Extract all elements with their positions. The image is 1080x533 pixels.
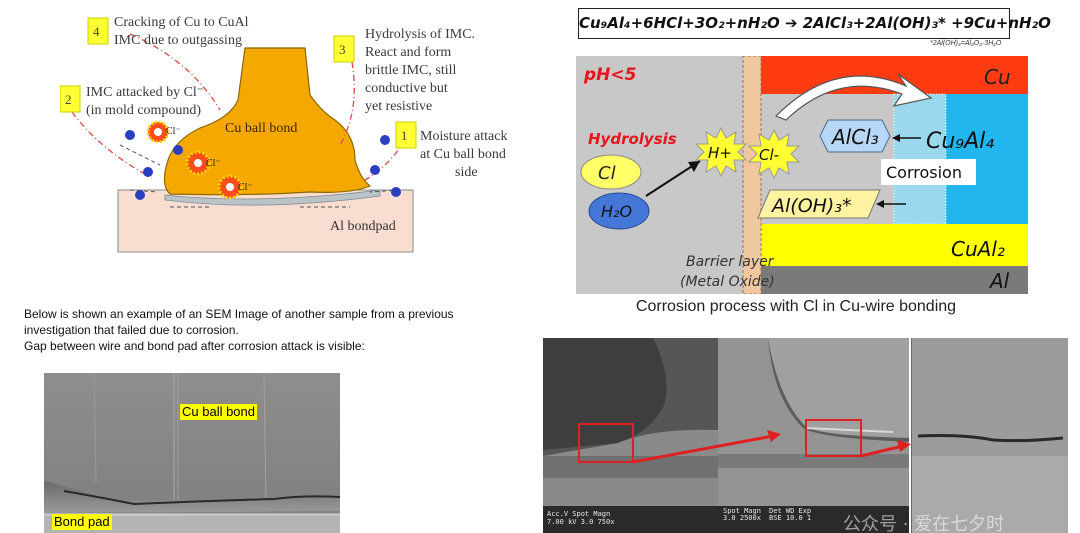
step1-text-3: side <box>455 165 478 180</box>
ion <box>135 190 145 200</box>
zoom-arrow-1 <box>632 434 774 464</box>
step3-text-5: yet resistive <box>365 99 432 114</box>
sem-description: Below is shown an example of an SEM Imag… <box>24 306 534 354</box>
ion <box>143 167 153 177</box>
step4-text-1: Cracking of Cu to CuAl <box>114 15 249 30</box>
sem-hud-3: Det WD Exp BSE 10.0 1 <box>769 507 812 522</box>
ion <box>125 130 135 140</box>
moisture-arrow-right-1 <box>369 189 401 193</box>
sem-image-left: Cu ball bond Bond pad <box>44 373 340 533</box>
h2o-ellipse <box>588 192 650 230</box>
svg-text:1: 1 <box>401 128 408 143</box>
corrosion-caption: Corrosion process with Cl in Cu-wire bon… <box>635 298 957 315</box>
ion <box>173 145 183 155</box>
ion <box>370 165 380 175</box>
reaction-equation: Cu₉Al₄+6HCl+3O₂+nH₂O ➔ 2AlCl₃+2Al(OH)₃* … <box>578 8 1051 39</box>
corrosion-gap <box>63 490 340 506</box>
h2o-text: H₂O <box>601 202 632 221</box>
svg-text:4: 4 <box>93 24 100 39</box>
step2-text-1: IMC attacked by Cl⁻ <box>86 85 204 100</box>
cl-ellipse <box>580 154 642 190</box>
barrier-label-2: (Metal Oxide) <box>680 274 775 290</box>
arrow-step4 <box>129 33 221 111</box>
description-line-2: investigation that failed due to corrosi… <box>24 323 239 337</box>
description-line-1: Below is shown an example of an SEM Imag… <box>24 307 454 321</box>
zoom-arrow-2 <box>860 444 904 458</box>
description-line-3: Gap between wire and bond pad after corr… <box>24 339 365 353</box>
barrier-label-1: Barrier layer <box>686 254 775 270</box>
cl-burst-3: Cl⁻ <box>217 174 253 200</box>
step-3-badge: 3 <box>333 35 355 63</box>
h-plus-text: H+ <box>708 144 732 162</box>
moisture-arrow-left-2 <box>129 189 159 193</box>
zoom-box-2 <box>805 419 862 457</box>
cual2-label: CuAl₂ <box>951 237 1005 261</box>
cl-text: Cl <box>598 163 616 184</box>
step1-text-2: at Cu ball bond <box>420 147 506 162</box>
sem-image-left-graphic <box>44 373 340 533</box>
step3-text-2: React and form <box>365 45 451 60</box>
equation-footnote: *2Al(OH)₃=Al₂O₃·3H₂O <box>930 40 1002 47</box>
corrosion-diagram: pH<5 Cu Hydrolysis Cl H₂O H+ Cl- AlCl₃ C… <box>576 56 1028 294</box>
aloh3-text: Al(OH)₃* <box>770 195 851 217</box>
cu9al4-text: Cu₉Al₄ <box>926 129 994 154</box>
sem-hud-1: Acc.V Spot Magn 7.00 kV 3.0 750x <box>547 510 615 526</box>
step1-text-1: Moisture attack <box>420 129 507 144</box>
sem-image-triplet-graphic <box>543 338 1068 533</box>
arrow-step2 <box>71 111 153 179</box>
step-2-badge: 2 <box>60 85 81 113</box>
corrosion-label-box <box>881 159 976 185</box>
cu-ball-bond-label: Cu ball bond <box>225 121 297 136</box>
watermark: 公众号 · 爱在七夕时 <box>843 514 1005 533</box>
cl-minus-text: Cl- <box>759 146 779 164</box>
cl-minus-star <box>747 128 801 180</box>
cl-burst-1: Cl⁻ <box>146 120 181 144</box>
ph-label: pH<5 <box>583 65 636 85</box>
cl-burst-2: Cl⁻ <box>185 150 221 176</box>
mechanism-diagram: Al bondpad Cu ball bond Cl⁻ Cl⁻ Cl⁻ 4 <box>60 15 507 253</box>
step3-text-4: conductive but <box>365 81 448 96</box>
al-label: Al <box>988 269 1010 293</box>
step3-text-3: brittle IMC, still <box>365 63 457 78</box>
corrosion-label: Corrosion <box>886 163 962 182</box>
cl-label: Cl⁻ <box>238 182 253 193</box>
aloh3-box <box>757 189 881 219</box>
alcl3-text: AlCl₃ <box>830 125 879 149</box>
ion <box>380 135 390 145</box>
hydrolysis-label: Hydrolysis <box>588 130 677 148</box>
svg-text:3: 3 <box>339 42 346 57</box>
step-1-badge: 1 <box>395 121 417 149</box>
step-4-badge: 4 <box>87 17 109 45</box>
step2-text-2: (in mold compound) <box>86 103 201 118</box>
al-bondpad-label: Al bondpad <box>330 219 396 234</box>
bond-pad-label: Bond pad <box>52 514 112 530</box>
cl-label: Cl⁻ <box>206 158 221 169</box>
cu-label: Cu <box>984 65 1011 89</box>
crack <box>917 434 1064 443</box>
sem-hud-2: Spot Magn 3.0 2500x <box>723 507 761 522</box>
cu-ball-bond <box>163 47 372 196</box>
h-plus-star <box>694 126 748 178</box>
step3-text-1: Hydrolysis of IMC. <box>365 27 475 42</box>
alcl3-box <box>819 119 891 153</box>
cu-ball-bond-label: Cu ball bond <box>180 404 257 420</box>
sem-image-triplet: Acc.V Spot Magn 7.00 kV 3.0 750x Spot Ma… <box>543 338 1068 533</box>
curved-arrow <box>774 73 933 121</box>
zoom-box-1 <box>578 423 634 463</box>
moisture-arrow-left-1 <box>119 144 161 166</box>
cual2-layer <box>761 224 1028 266</box>
barrier-layer <box>742 56 762 294</box>
al-layer <box>761 266 1028 294</box>
svg-text:2: 2 <box>65 92 72 107</box>
step4-text-2: IMC due to outgassing <box>114 33 242 48</box>
arrow-step3 <box>339 61 355 146</box>
ion <box>391 187 401 197</box>
cl-label: Cl⁻ <box>166 126 181 137</box>
